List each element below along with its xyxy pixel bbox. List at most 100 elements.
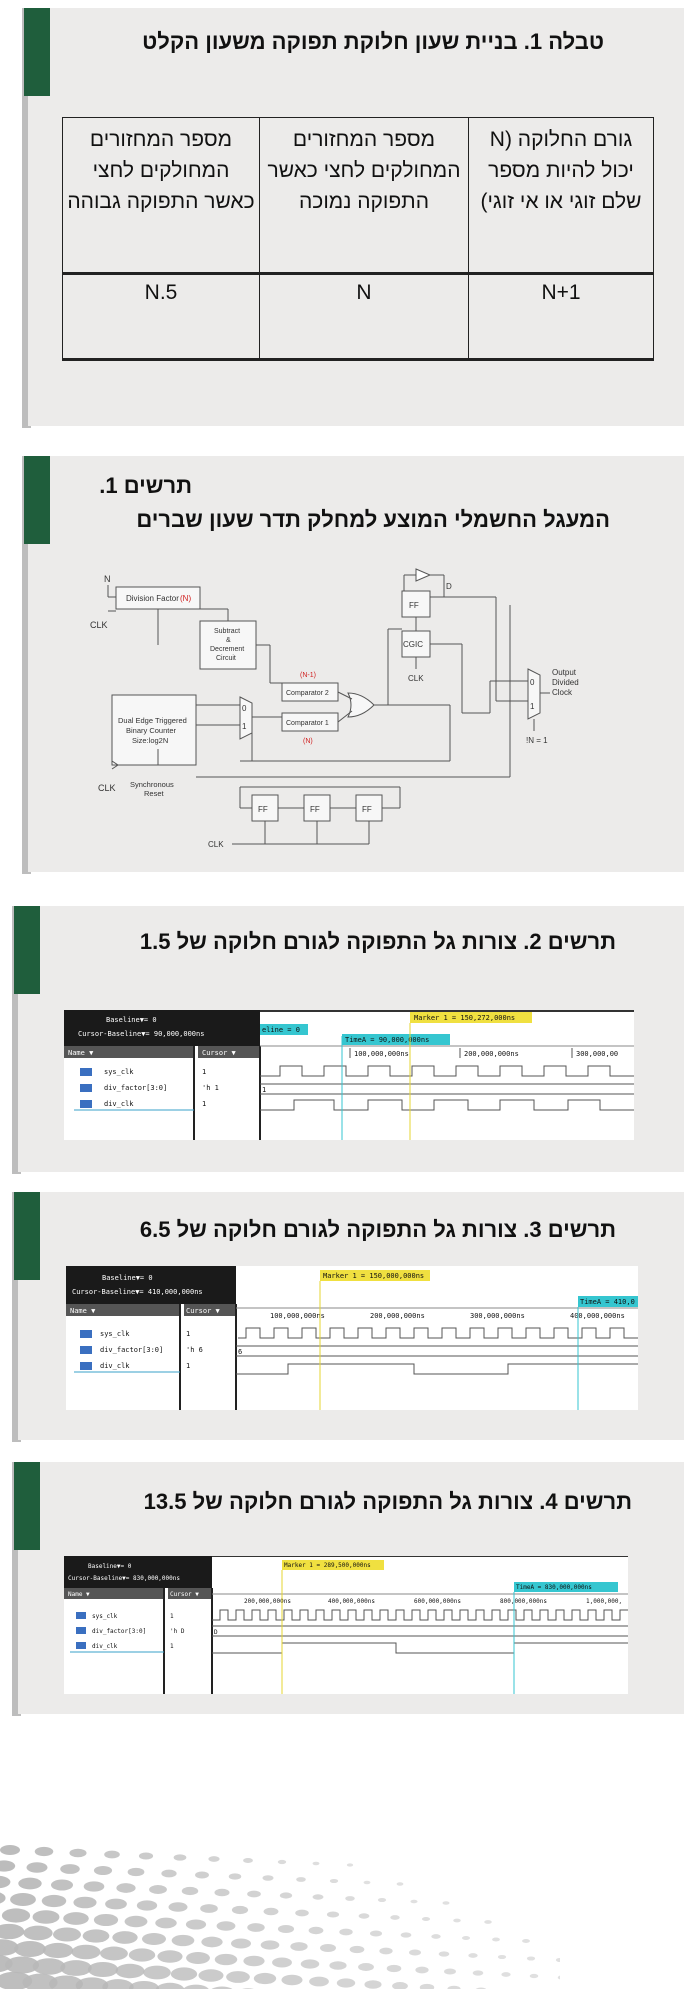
marker-label [282, 1560, 384, 1570]
cursor-value: 1 [202, 1100, 206, 1108]
bus-value: D [214, 1629, 218, 1636]
label-clk-1: CLK [90, 620, 108, 630]
col-name-header: Name ▼ [68, 1049, 94, 1057]
label-n-red-2: (N) [303, 738, 313, 745]
col-name-header: Name ▼ [70, 1307, 96, 1315]
label-ff-chain-1: FF [258, 805, 268, 814]
time-a-label [342, 1034, 450, 1045]
tick-label: 400,000,000ns [328, 1598, 375, 1605]
cursor-value: 'h 6 [186, 1346, 203, 1354]
label-counter-1: Dual Edge Triggered [118, 716, 187, 725]
col-cursor-header: Cursor ▼ [186, 1307, 221, 1315]
cursor-baseline-label: Cursor-Baseline▼= 830,000,000ns [68, 1575, 180, 1582]
label-decrement: Decrement [210, 646, 244, 653]
label-clk-3: CLK [408, 674, 424, 683]
svg-text:TimeA = 90,000,000ns: TimeA = 90,000,000ns [345, 1036, 429, 1044]
time-a-label [578, 1296, 638, 1307]
division-table: גורם החלוקה (N יכול להיות מספר שלם זוגי … [62, 117, 654, 361]
card-accent [14, 1462, 40, 1550]
signal-name: div_clk [100, 1362, 130, 1370]
waveform-panel-2: Baseline▼= 0 Cursor-Baseline▼= 410,000,0… [66, 1266, 638, 1410]
cursor-baseline-label: Cursor-Baseline▼= 90,000,000ns [78, 1030, 204, 1038]
label-comp1: Comparator 1 [286, 720, 329, 727]
tick-label: 400,000,000ns [570, 1312, 625, 1320]
waveform-panel-1: Baseline▼= 0 Cursor-Baseline▼= 90,000,00… [64, 1010, 634, 1140]
ff-top [401, 590, 431, 618]
signal-name: sys_clk [92, 1613, 118, 1620]
label-clk-4: CLK [208, 840, 224, 849]
card-shadow [22, 8, 31, 428]
label-divided: Divided [552, 678, 579, 687]
tick-label: 100,000,000ns [354, 1050, 409, 1058]
label-amp: & [226, 637, 231, 644]
label-circuit: Circuit [216, 655, 236, 662]
signal-name: div_clk [92, 1643, 118, 1650]
figure1-title-line2: המעגל החשמלי המוצע למחלק תדר שעון שברים [136, 507, 610, 532]
card-shadow [12, 1192, 21, 1442]
label-ff-chain-3: FF [362, 805, 372, 814]
svg-text:Marker 1 = 150,272,000ns: Marker 1 = 150,272,000ns [414, 1014, 515, 1022]
label-clk-2: CLK [98, 783, 116, 793]
label-n-red: (N) [180, 594, 191, 603]
label-cgic: CGIC [403, 640, 423, 649]
table-title: טבלה 1. בניית שעון חלוקת תפוקה משעון הקל… [142, 29, 604, 54]
signal-name: div_factor[3:0] [92, 1628, 146, 1635]
table-header-cell: מספר המחזורים המחולקים לחצי כאשר התפוקה … [259, 117, 469, 275]
table-cell: N [259, 273, 469, 360]
baseline-label: Baseline▼= 0 [106, 1016, 157, 1024]
tick-label: 300,000,00 [576, 1050, 618, 1058]
div-clk-wave [260, 1099, 634, 1111]
tick-label: 1,000,000, [586, 1598, 622, 1605]
svg-text:eline = 0: eline = 0 [262, 1026, 300, 1034]
label-division-factor: Division Factor [126, 594, 179, 603]
label-counter-2: Binary Counter [126, 726, 177, 735]
col-cursor-header: Cursor ▼ [202, 1049, 237, 1057]
card-accent [24, 8, 50, 96]
div-clk-wave [212, 1642, 628, 1654]
svg-text:TimeA = 410,0: TimeA = 410,0 [580, 1298, 635, 1306]
cursor-value: 1 [170, 1613, 174, 1620]
baseline-zero-label [260, 1024, 308, 1035]
tick-label: 200,000,000ns [370, 1312, 425, 1320]
tick-label: 300,000,000ns [470, 1312, 525, 1320]
table-header-cell: גורם החלוקה (N יכול להיות מספר שלם זוגי … [468, 117, 654, 275]
label-mux1: 1 [242, 722, 247, 731]
label-d: D [446, 582, 452, 591]
div-clk-wave [236, 1363, 638, 1375]
baseline-label: Baseline▼= 0 [102, 1274, 153, 1282]
label-sync-1: Synchronous [130, 780, 174, 789]
bus-value: 1 [262, 1086, 266, 1094]
marker-label [410, 1012, 532, 1023]
card-accent [24, 456, 50, 544]
figure1-title-line1: תרשים 1. [99, 473, 192, 498]
figure4-title: תרשים 4. צורות גל התפוקה לגורם חלוקה של … [143, 1489, 632, 1514]
signal-name: div_clk [104, 1100, 134, 1108]
ff-chain-1 [251, 794, 279, 822]
signal-name: div_factor[3:0] [100, 1346, 163, 1354]
svg-text:Marker 1 = 289,500,000ns: Marker 1 = 289,500,000ns [284, 1562, 371, 1569]
label-sync-2: Reset [144, 789, 165, 798]
col-name-header: Name ▼ [68, 1591, 90, 1598]
card-shadow [12, 1462, 21, 1716]
subtract-block [199, 620, 257, 670]
table-cell: N.5 [62, 273, 260, 360]
or-gate [347, 692, 375, 718]
svg-text:Marker 1 = 150,000,000ns: Marker 1 = 150,000,000ns [323, 1272, 424, 1280]
baseline-label: Baseline▼= 0 [88, 1563, 132, 1570]
label-output: Output [552, 668, 577, 677]
circuit-diagram: N Division Factor (N) CLK Subtract & Dec… [90, 565, 635, 855]
cursor-value: 1 [202, 1068, 206, 1076]
marker-label [320, 1270, 430, 1281]
card-shadow [12, 906, 21, 1174]
cursor-baseline-label: Cursor-Baseline▼= 410,000,000ns [72, 1288, 203, 1296]
label-not-n: !N = 1 [526, 736, 548, 745]
mux-output [527, 668, 541, 720]
cursor-value: 1 [186, 1330, 190, 1338]
table-header-cell: מספר המחזורים המחולקים לחצי כאשר התפוקה … [62, 117, 260, 275]
label-n-minus-1: (N-1) [300, 672, 316, 679]
signal-name: sys_clk [104, 1068, 134, 1076]
label-counter-3: Size:log2N [132, 736, 168, 745]
decorative-dot-pattern [0, 1840, 567, 1994]
waveform-panel-3: Baseline▼= 0 Cursor-Baseline▼= 830,000,0… [64, 1555, 628, 1694]
table-cell: N+1 [468, 273, 654, 360]
